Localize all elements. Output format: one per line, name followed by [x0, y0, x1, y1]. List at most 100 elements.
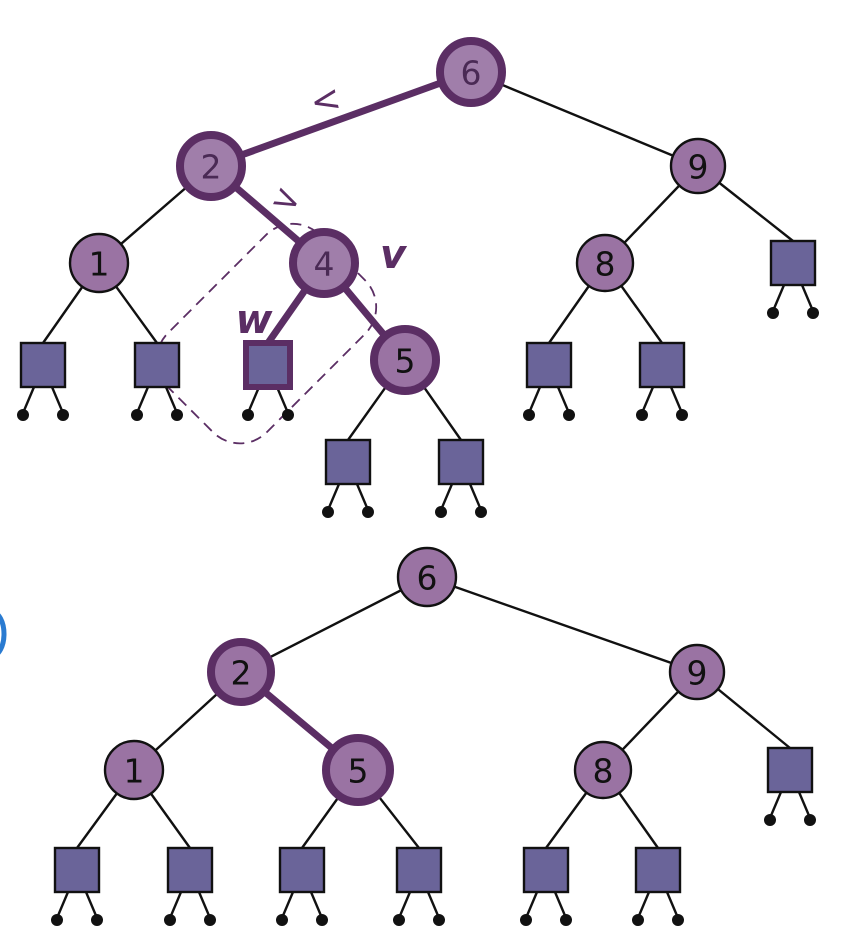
null-child-dot [560, 914, 572, 926]
leaf-stub [468, 483, 483, 511]
external-node-w [243, 340, 293, 390]
node-key: 4 [314, 245, 335, 284]
leaf-stub [21, 386, 36, 414]
external-node [133, 341, 181, 389]
leaf-stub [665, 891, 680, 919]
node-key: 6 [461, 54, 482, 93]
null-child-dot [17, 409, 29, 421]
tree-node-2 [176, 131, 246, 201]
leaf-stub [553, 891, 568, 919]
leaf-stub [50, 386, 65, 414]
leaf-stub [309, 891, 324, 919]
leaf-stub [556, 386, 571, 414]
null-child-dot [242, 409, 254, 421]
leaf-stub [636, 891, 651, 919]
node-key: 1 [89, 245, 110, 284]
leaf-stub [326, 483, 341, 511]
null-child-dot [316, 914, 328, 926]
node-key: 8 [595, 245, 616, 284]
leaf-stub [355, 483, 370, 511]
leaf-stub [439, 483, 454, 511]
external-node [638, 341, 686, 389]
null-child-dot [164, 914, 176, 926]
null-child-dot [362, 506, 374, 518]
node-key: 6 [417, 559, 438, 598]
leaf-stub [397, 891, 412, 919]
null-child-dot [520, 914, 532, 926]
null-child-dot [57, 409, 69, 421]
null-child-dot [475, 506, 487, 518]
tree-node-5 [370, 325, 440, 395]
null-child-dot [672, 914, 684, 926]
null-child-dot [204, 914, 216, 926]
leaf-stub [55, 891, 70, 919]
external-node [166, 846, 214, 894]
leaf-stub [800, 284, 815, 312]
label-w: w [236, 297, 274, 343]
null-child-dot [433, 914, 445, 926]
node-key: 5 [395, 342, 416, 381]
leaf-stub [246, 386, 261, 414]
leaf-stub [197, 891, 212, 919]
edge-label-less-than: < [307, 78, 345, 124]
label-v: v [380, 232, 408, 278]
null-child-dot [282, 409, 294, 421]
tree-edge [425, 575, 699, 674]
external-node [19, 341, 67, 389]
null-child-dot [807, 307, 819, 319]
null-child-dot [676, 409, 688, 421]
leaf-stub [84, 891, 99, 919]
null-child-dot [131, 409, 143, 421]
null-child-dot [393, 914, 405, 926]
tree-node-9 [668, 643, 726, 701]
leaf-stub [164, 386, 179, 414]
null-child-dot [51, 914, 63, 926]
null-child-dot [767, 307, 779, 319]
leaf-stub [280, 891, 295, 919]
null-child-dot [171, 409, 183, 421]
null-child-dot [322, 506, 334, 518]
leaf-stub [524, 891, 539, 919]
null-child-dot [523, 409, 535, 421]
node-key: 2 [231, 654, 252, 693]
tree-node-6 [396, 546, 458, 608]
leaf-stub [797, 791, 812, 819]
external-node [437, 438, 485, 486]
highlighted-edge [207, 68, 475, 170]
external-node [278, 846, 326, 894]
leaf-stub [168, 891, 183, 919]
node-key: 9 [687, 654, 708, 693]
tree-node-1 [68, 232, 130, 294]
node-key: 9 [688, 148, 709, 187]
null-child-dot [563, 409, 575, 421]
null-child-dot [764, 814, 776, 826]
leaf-stub [527, 386, 542, 414]
node-key: 5 [348, 752, 369, 791]
leaf-stub [640, 386, 655, 414]
null-child-dot [91, 914, 103, 926]
leaf-stub [669, 386, 684, 414]
external-node [522, 846, 570, 894]
node-key: 1 [124, 752, 145, 791]
external-node [769, 239, 817, 287]
null-child-dot [632, 914, 644, 926]
null-child-dot [804, 814, 816, 826]
tree-node-8 [575, 233, 635, 293]
tree-edge [239, 575, 429, 674]
external-node [634, 846, 682, 894]
null-child-dot [276, 914, 288, 926]
leaf-stub [771, 284, 786, 312]
null-child-dot [636, 409, 648, 421]
external-node [395, 846, 443, 894]
node-key: 8 [593, 752, 614, 791]
leaf-stub [426, 891, 441, 919]
null-child-dot [435, 506, 447, 518]
external-node [525, 341, 573, 389]
external-node [324, 438, 372, 486]
tree-node-1 [103, 739, 165, 801]
leaf-stub [135, 386, 150, 414]
leaf-stub [275, 386, 290, 414]
tree-node-8 [573, 740, 633, 800]
external-node [766, 746, 814, 794]
